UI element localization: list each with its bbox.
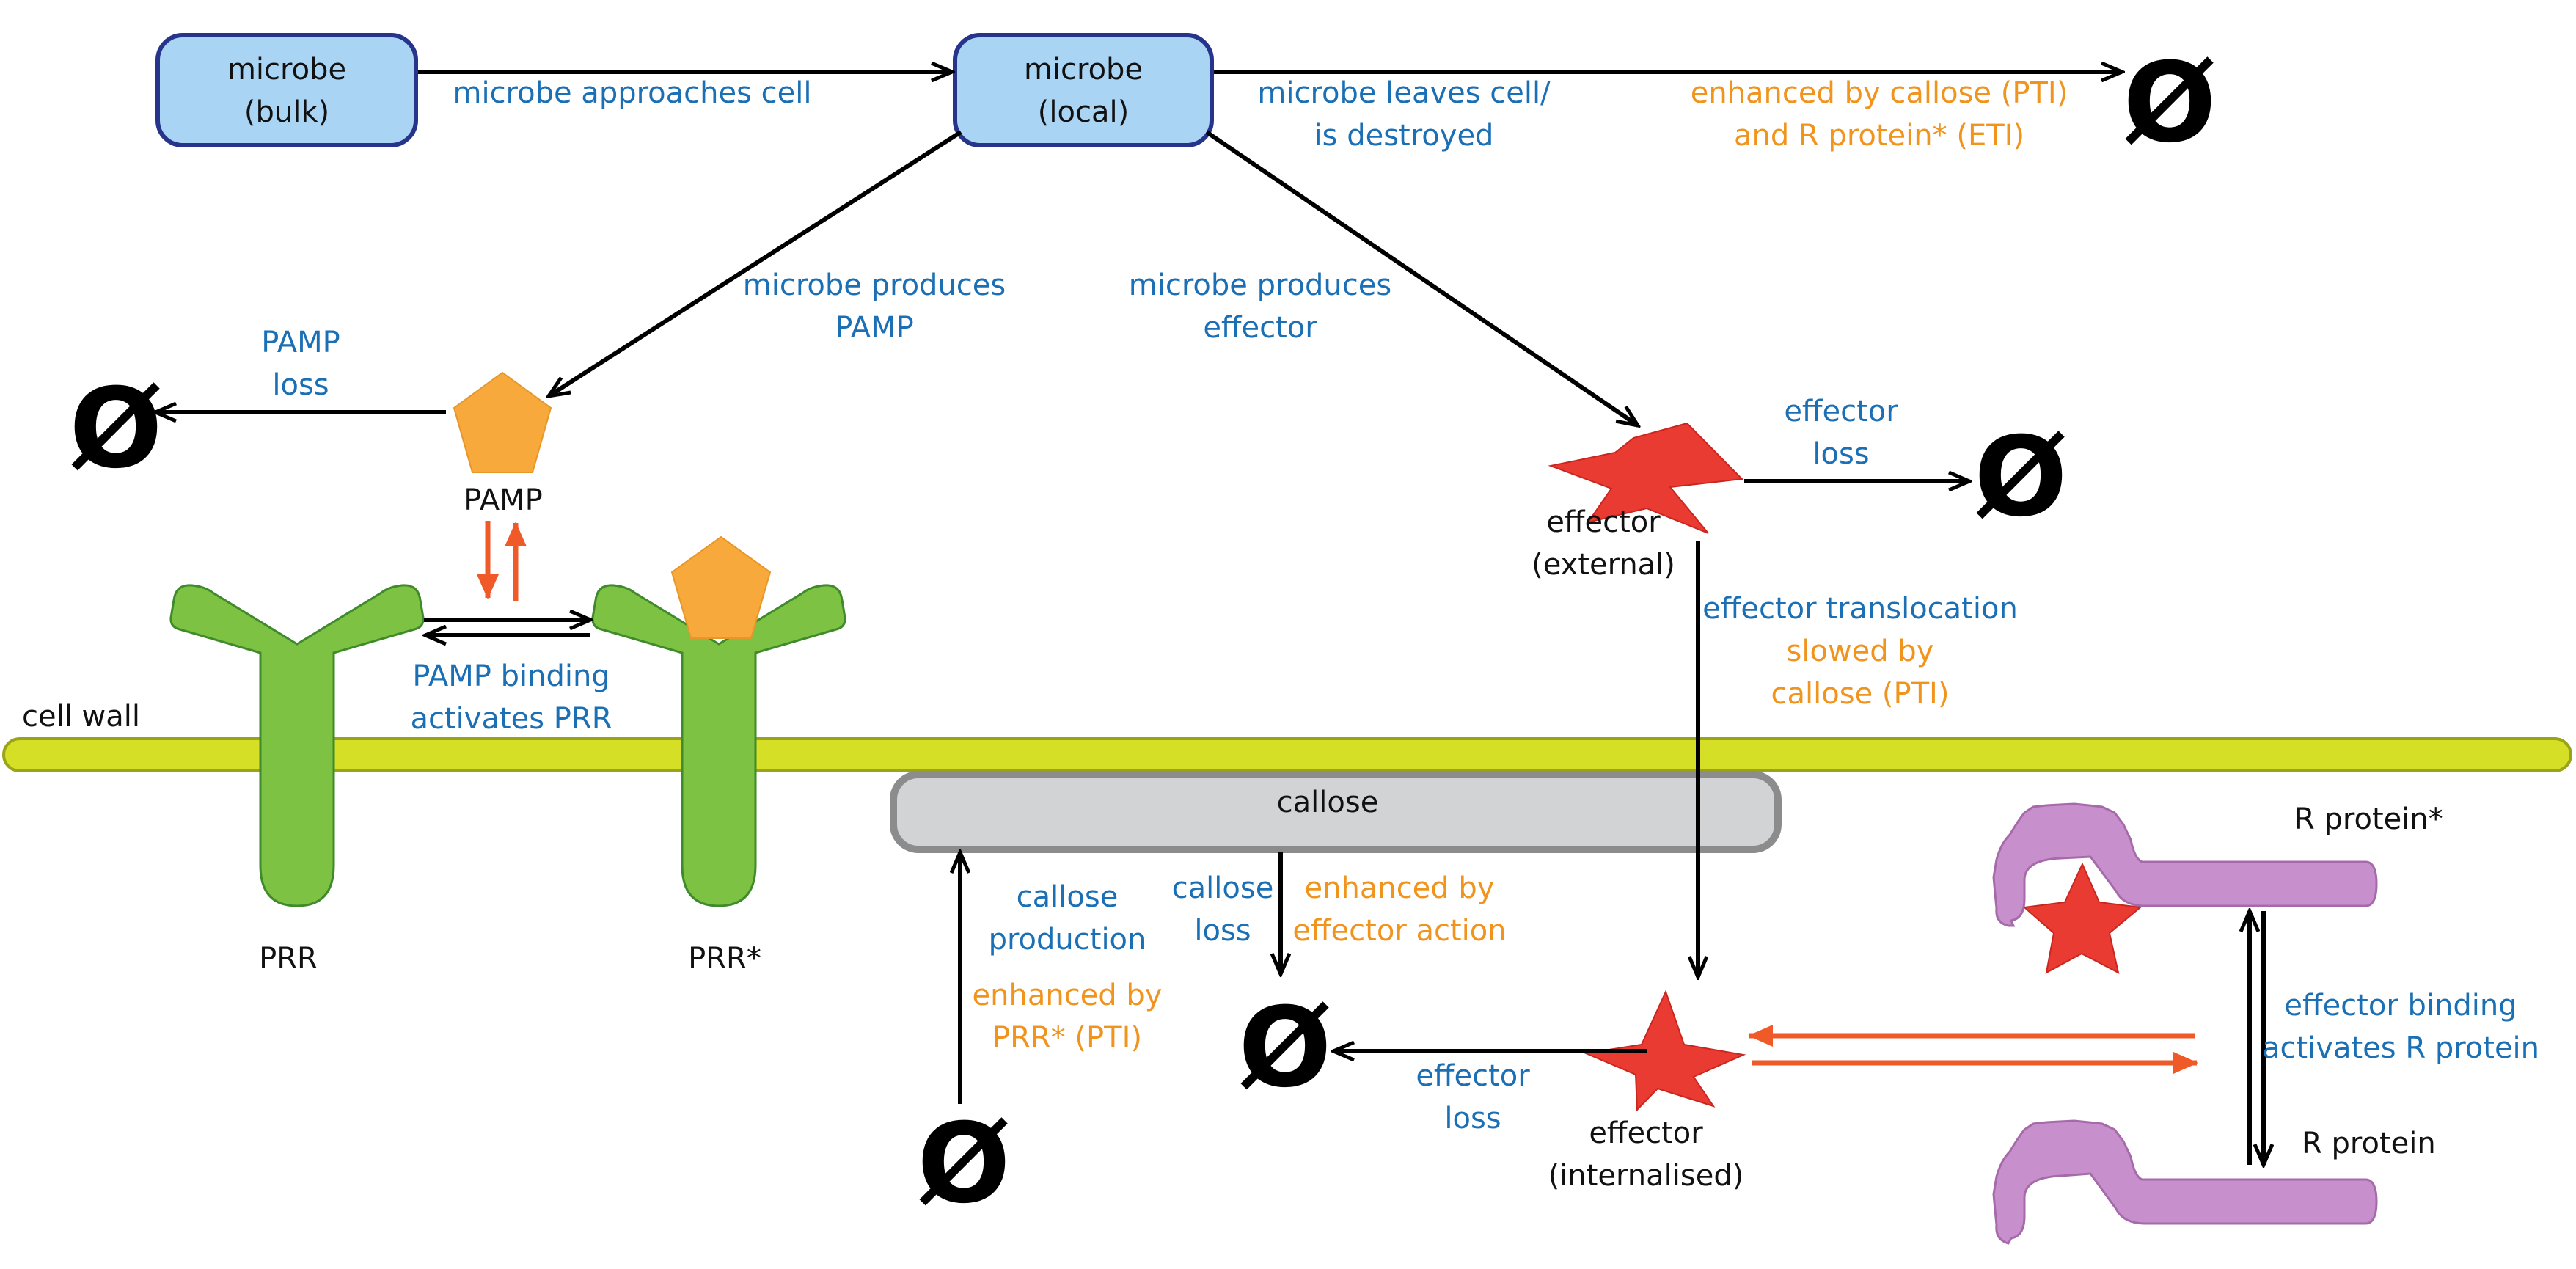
pamp-label: PAMP [464, 483, 543, 517]
translocation-slowed-label: slowed by callose (PTI) [1771, 634, 1950, 711]
prr-receptor [169, 584, 425, 907]
effector-internal-line-1: effector [1589, 1116, 1703, 1150]
callose-production-enhanced-line-1: enhanced by [973, 979, 1163, 1012]
translocation-line-1: effector translocation [1702, 592, 2018, 626]
effector-loss-internal-label: effector loss [1416, 1059, 1530, 1135]
effector-internal-line-2: (internalised) [1548, 1159, 1744, 1193]
leave-enhanced-line-2: and R protein* (ETI) [1734, 119, 2024, 153]
microbe-bulk-box [155, 33, 418, 147]
callose-production-enhanced-label: enhanced by PRR* (PTI) [973, 979, 1163, 1055]
microbe-bulk-line-1: microbe [227, 53, 346, 87]
callose-production-label: callose production [989, 880, 1146, 957]
callose-loss-line-1: callose [1172, 871, 1274, 905]
effector-internal-label: effector (internalised) [1548, 1116, 1744, 1193]
callose-loss-enhanced-label: enhanced by effector action [1292, 871, 1506, 948]
produces-effector-line-2: effector [1203, 311, 1317, 345]
effector-loss-internal-line-2: loss [1444, 1102, 1501, 1135]
effector-external-star [1548, 422, 1744, 534]
cell-wall [2, 737, 2572, 772]
pamp-loss-label: PAMP loss [261, 326, 340, 402]
callose-loss-label: callose loss [1172, 871, 1274, 948]
effector-external-line-1: effector [1546, 505, 1661, 539]
produces-pamp-line-1: microbe produces [743, 268, 1006, 302]
effector-loss-external-label: effector loss [1784, 395, 1898, 471]
bound-effector-star [2022, 862, 2143, 974]
callose-label: callose [1277, 786, 1379, 819]
leave-line-2: is destroyed [1314, 119, 1494, 153]
translocation-label: effector translocation [1702, 592, 2018, 626]
callose-loss-line-2: loss [1194, 914, 1251, 948]
leave-line-1: microbe leaves cell/ [1257, 76, 1551, 110]
arrow-produce-pamp [549, 130, 962, 396]
callose-production-line-1: callose [1017, 880, 1119, 914]
microbe-local-label: microbe (local) [1024, 53, 1143, 129]
effector-loss-internal-line-1: effector [1416, 1059, 1530, 1093]
effector-loss-external-line-2: loss [1812, 437, 1869, 471]
translocation-slowed-line-1: slowed by [1787, 634, 1934, 668]
microbe-bulk-label: microbe (bulk) [227, 53, 346, 129]
produces-pamp-line-2: PAMP [835, 311, 914, 345]
cell-wall-label: cell wall [22, 700, 140, 734]
produces-effector-label: microbe produces effector [1129, 268, 1391, 345]
callose-loss-enhanced-line-1: enhanced by [1305, 871, 1495, 905]
arrow-produce-effector [1205, 130, 1638, 425]
effector-binding-line-2: activates R protein [2262, 1031, 2539, 1065]
effector-binding-line-1: effector binding [2284, 989, 2517, 1023]
prr-label: PRR [259, 942, 318, 976]
effector-external-label: effector (external) [1532, 505, 1675, 582]
effector-external-line-2: (external) [1532, 548, 1675, 582]
callose-production-enhanced-line-2: PRR* (PTI) [992, 1021, 1142, 1055]
callose-bar [890, 771, 1782, 853]
null-symbol-microbe: Ø [2123, 40, 2217, 167]
pamp-binding-line-1: PAMP binding [412, 659, 610, 693]
r-protein-active-shape [1992, 802, 2378, 974]
leave-label: microbe leaves cell/is destroyed [1257, 76, 1551, 153]
r-protein-shape [1992, 1119, 2378, 1245]
r-protein-active-label: R protein* [2294, 802, 2443, 836]
microbe-local-box [953, 33, 1214, 147]
null-symbol-callose-source: Ø [917, 1100, 1011, 1228]
null-symbol-pamp: Ø [69, 365, 163, 493]
callose-production-line-2: production [989, 923, 1146, 957]
leave-enhanced-line-1: enhanced by callose (PTI) [1691, 76, 2068, 110]
pamp-pentagon [453, 371, 552, 473]
pamp-binding-label: PAMP binding activates PRR [410, 659, 612, 736]
r-protein-label: R protein [2302, 1127, 2436, 1160]
callose-loss-enhanced-line-2: effector action [1292, 914, 1506, 948]
null-symbol-callose-loss: Ø [1238, 984, 1332, 1112]
pamp-bound-pentagon [670, 535, 772, 639]
null-symbol-effector-external: Ø [1974, 414, 2068, 541]
pamp-binding-line-2: activates PRR [410, 702, 612, 736]
approach-line-1: microbe approaches cell [453, 76, 811, 110]
microbe-local-line-1: microbe [1024, 53, 1143, 87]
pamp-loss-line-2: loss [272, 368, 329, 402]
leave-enhanced-label: enhanced by callose (PTI) and R protein* … [1691, 76, 2068, 153]
translocation-slowed-line-2: callose (PTI) [1771, 677, 1950, 711]
prr-active-label: PRR* [688, 942, 761, 976]
approach-label: microbe approaches cell [453, 76, 811, 110]
microbe-bulk-line-2: (bulk) [244, 95, 329, 129]
produces-effector-line-1: microbe produces [1129, 268, 1391, 302]
prr-active-receptor [591, 584, 846, 907]
effector-loss-external-line-1: effector [1784, 395, 1898, 428]
effector-binding-label: effector binding activates R protein [2262, 989, 2539, 1065]
microbe-local-line-2: (local) [1038, 95, 1129, 129]
pamp-loss-line-1: PAMP [261, 326, 340, 359]
